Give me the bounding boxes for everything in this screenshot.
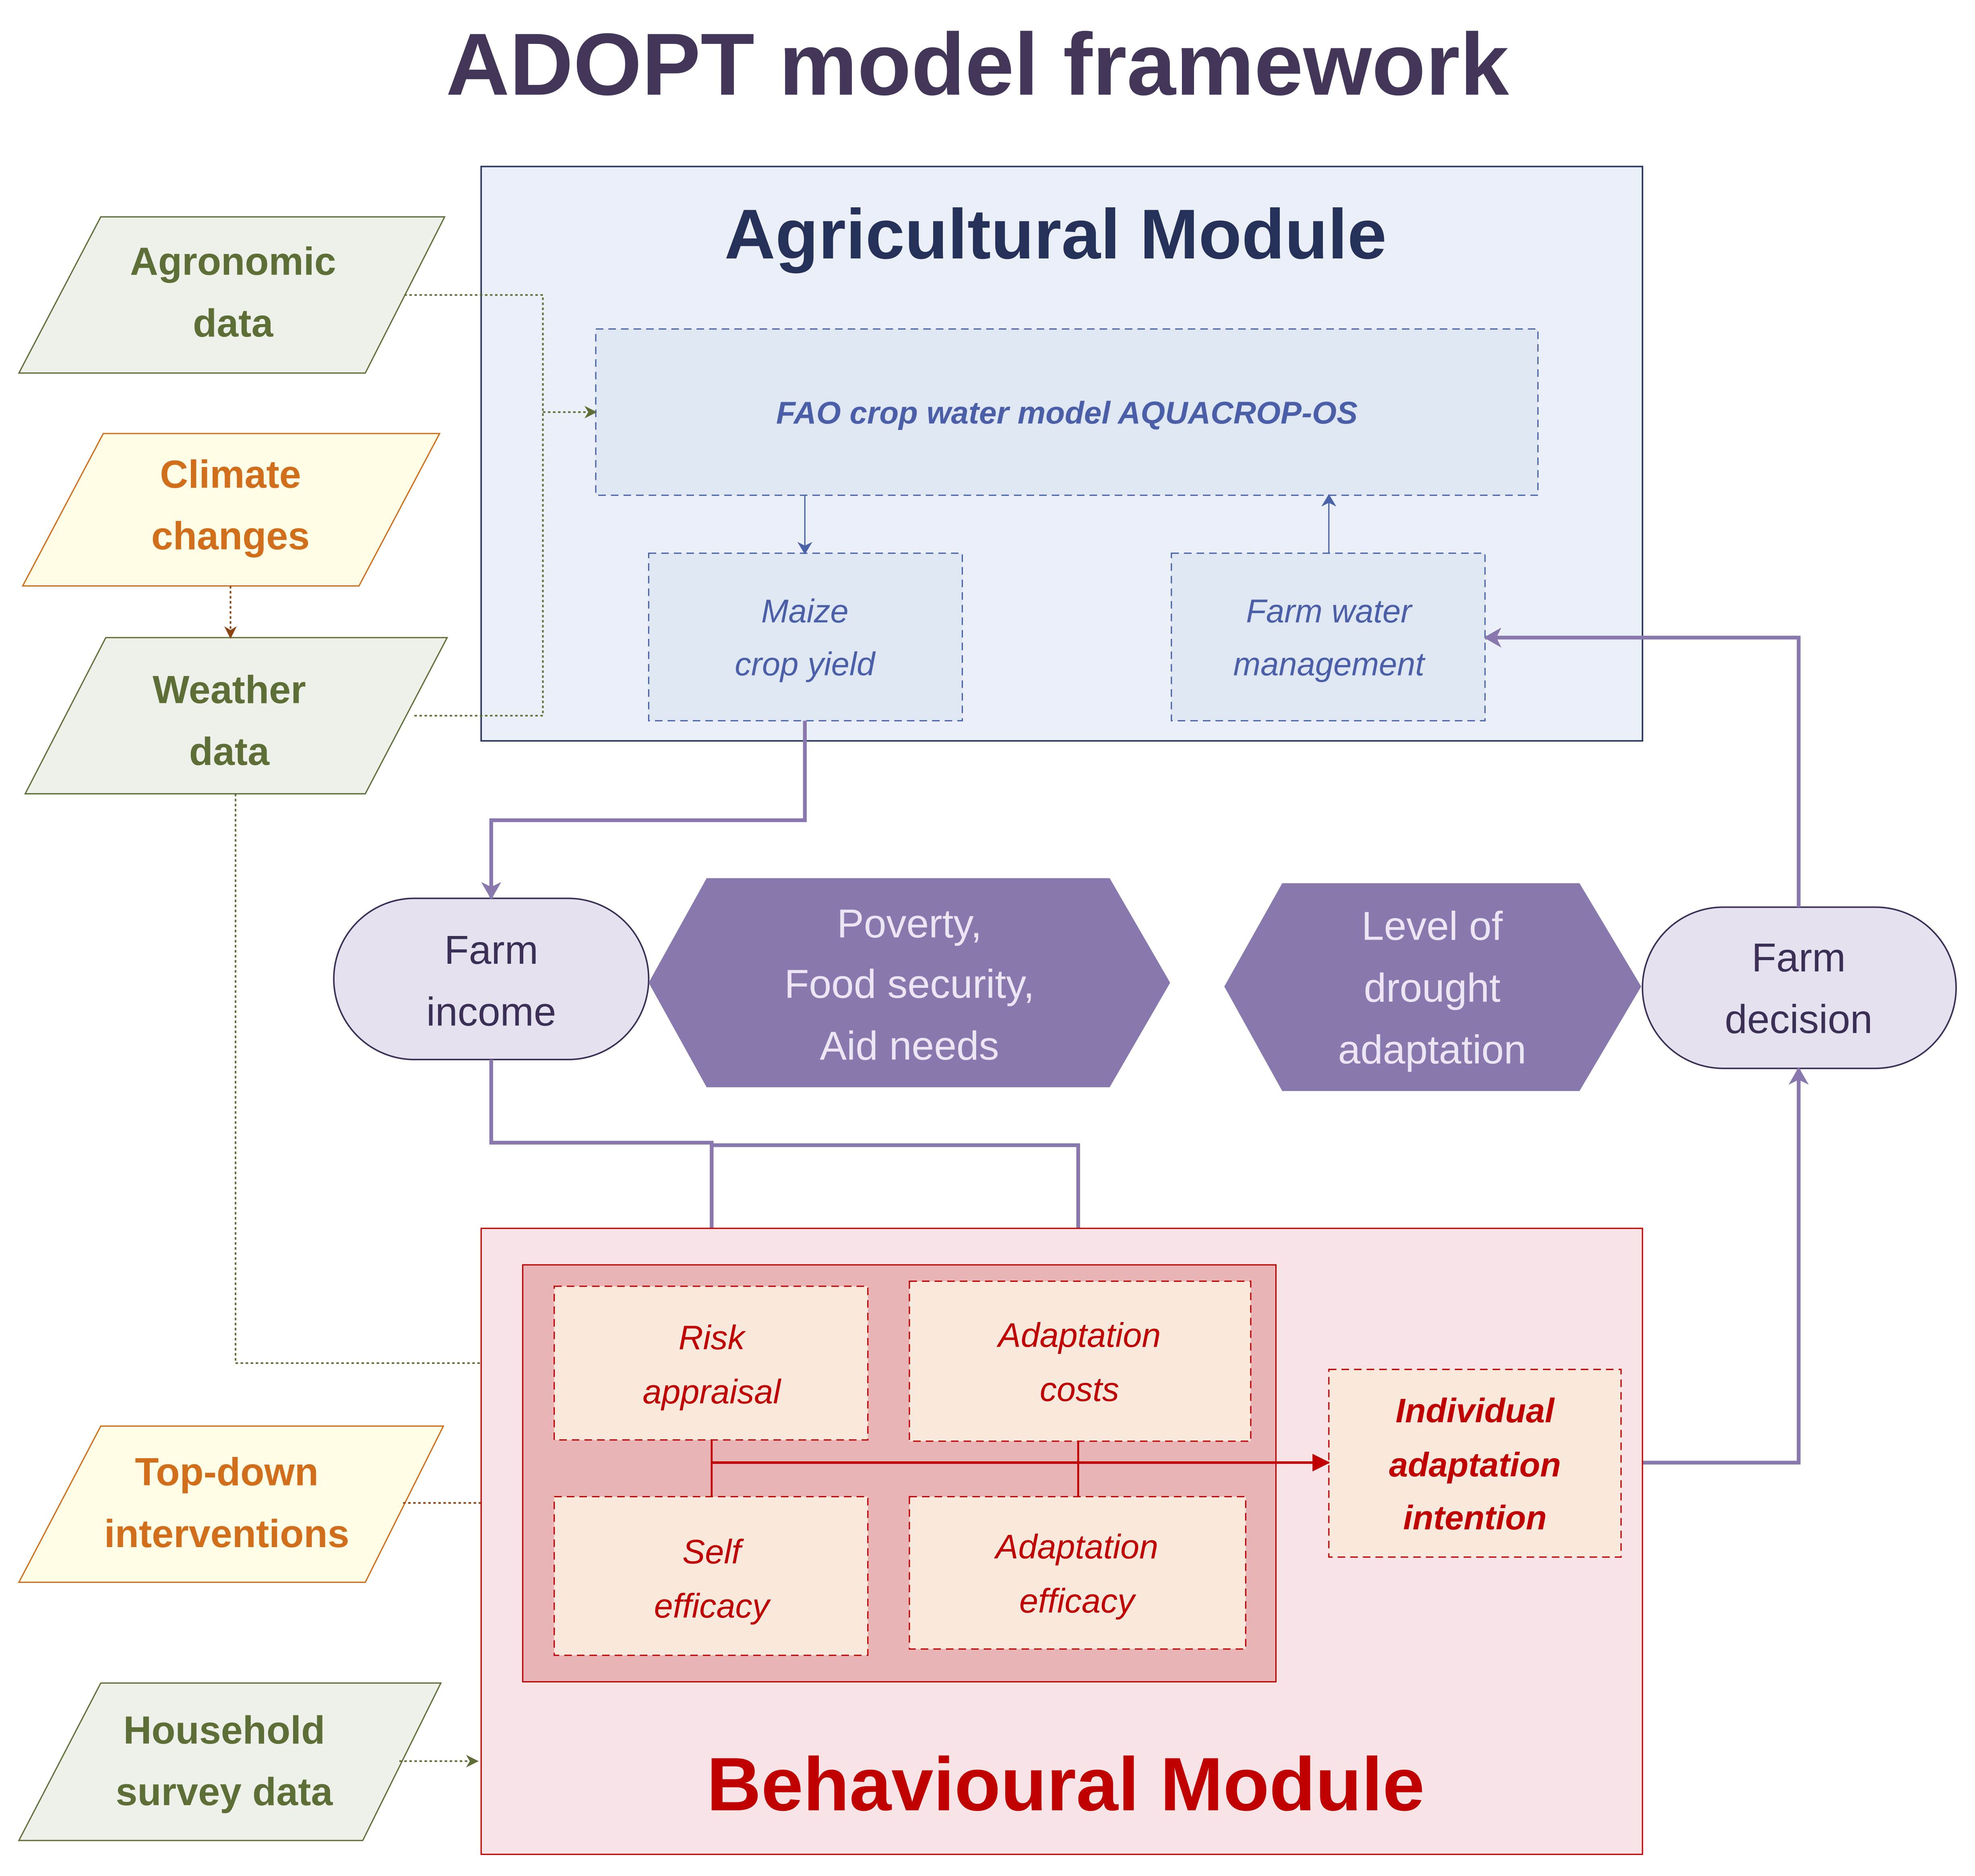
household-survey-label-line1: Household: [123, 1708, 325, 1752]
adaptation-intention-label-line3: intention: [1403, 1499, 1547, 1537]
risk-appraisal-box[interactable]: [554, 1285, 869, 1441]
maize-yield-node[interactable]: Maize crop yield: [648, 552, 963, 721]
maize-yield-box[interactable]: [648, 552, 963, 721]
farm-income-label-line2: income: [426, 989, 556, 1034]
farm-decision-label-line2: decision: [1725, 997, 1872, 1042]
input-climate-changes[interactable]: Climate changes: [21, 433, 441, 587]
adaptation-costs-label-line2: costs: [1040, 1370, 1119, 1408]
risk-appraisal-label-line1: Risk: [679, 1319, 746, 1357]
page-title: ADOPT model framework: [446, 15, 1510, 114]
fao-model-box[interactable]: [595, 328, 1539, 496]
agronomic-data-label-line1: Agronomic: [130, 240, 336, 283]
risk-appraisal-node[interactable]: Risk appraisal: [554, 1285, 869, 1441]
self-efficacy-node[interactable]: Self efficacy: [554, 1496, 869, 1656]
weather-data-label-line2: data: [189, 729, 270, 773]
weather-data-label-line1: Weather: [153, 667, 306, 711]
agronomic-data-shape[interactable]: [18, 216, 446, 374]
adaptation-intention-label-line2: adaptation: [1389, 1446, 1561, 1484]
adaptation-efficacy-box[interactable]: [909, 1496, 1246, 1650]
risk-appraisal-label-line2: appraisal: [642, 1373, 781, 1411]
adaptation-efficacy-label-line2: efficacy: [1019, 1582, 1136, 1620]
topdown-interventions-shape[interactable]: [18, 1425, 444, 1583]
input-weather-data[interactable]: Weather data: [24, 637, 448, 795]
maize-yield-label-line2: crop yield: [735, 646, 876, 683]
adaptation-costs-node[interactable]: Adaptation costs: [909, 1281, 1252, 1442]
outcomes-hexagon: Poverty, Food security, Aid needs: [649, 878, 1170, 1087]
weather-to-risk-appraisal-arrow: [235, 793, 556, 1370]
outcomes-label-line2: Food security,: [784, 962, 1034, 1007]
adaptation-level-hexagon-shape: [1224, 883, 1641, 1091]
adaptation-level-label-line2: drought: [1364, 965, 1501, 1010]
farm-decision-label-line1: Farm: [1752, 935, 1846, 980]
farm-income-node[interactable]: Farm income: [333, 897, 650, 1060]
behavioural-module-title: Behavioural Module: [707, 1742, 1425, 1826]
topdown-interventions-label-line1: Top-down: [135, 1450, 318, 1494]
input-topdown-interventions[interactable]: Top-down interventions: [18, 1425, 444, 1583]
adaptation-intention-label-line1: Individual: [1396, 1392, 1555, 1430]
farm-water-box[interactable]: [1171, 552, 1486, 721]
adaptation-efficacy-label-line1: Adaptation: [994, 1528, 1158, 1566]
farm-water-label-line2: management: [1233, 646, 1426, 683]
farm-income-to-risk-appraisal-arrow: [489, 1059, 722, 1288]
farm-income-label-line1: Farm: [444, 928, 538, 973]
input-household-survey[interactable]: Household survey data: [18, 1682, 442, 1841]
adaptation-efficacy-node[interactable]: Adaptation efficacy: [909, 1496, 1246, 1650]
climate-changes-label-line2: changes: [151, 514, 310, 558]
agronomic-weather-bracket-connector: [404, 294, 544, 717]
topdown-interventions-label-line2: interventions: [104, 1512, 349, 1556]
self-efficacy-box[interactable]: [554, 1496, 869, 1656]
adaptation-intention-node[interactable]: Individual adaptation intention: [1328, 1369, 1622, 1558]
self-efficacy-label-line1: Self: [682, 1533, 744, 1570]
household-survey-shape[interactable]: [18, 1682, 442, 1841]
outcomes-label-line1: Poverty,: [837, 901, 982, 946]
adaptation-level-label-line3: adaptation: [1338, 1027, 1527, 1072]
agronomic-data-label-line2: data: [193, 301, 273, 345]
behavioural-module: Risk appraisal Adaptation costs Self eff…: [480, 1227, 1643, 1855]
adaptation-level-label-line1: Level of: [1361, 904, 1503, 949]
agricultural-module-title: Agricultural Module: [724, 195, 1386, 274]
intention-to-farm-decision-arrow: [1621, 1067, 1809, 1465]
farm-water-node[interactable]: Farm water management: [1171, 552, 1486, 721]
adaptation-costs-label-line1: Adaptation: [996, 1316, 1161, 1354]
climate-changes-shape[interactable]: [21, 433, 441, 587]
climate-changes-label-line1: Climate: [160, 452, 301, 496]
fao-model-node[interactable]: FAO crop water model AQUACROP-OS: [595, 328, 1539, 496]
outcomes-hexagon-shape: [649, 878, 1170, 1087]
farm-decision-node[interactable]: Farm decision: [1642, 906, 1957, 1069]
farm-income-shape[interactable]: [333, 897, 650, 1060]
self-efficacy-label-line2: efficacy: [654, 1587, 771, 1625]
fao-model-label: FAO crop water model AQUACROP-OS: [776, 395, 1357, 430]
farm-decision-shape[interactable]: [1642, 906, 1957, 1069]
adaptation-intention-box[interactable]: [1328, 1369, 1622, 1558]
outcomes-label-line3: Aid needs: [820, 1023, 999, 1068]
household-survey-label-line2: survey data: [116, 1770, 333, 1814]
input-agronomic-data[interactable]: Agronomic data: [18, 216, 446, 374]
farm-water-label-line1: Farm water: [1246, 593, 1413, 630]
adaptation-level-hexagon: Level of drought adaptation: [1224, 883, 1641, 1091]
maize-yield-label-line1: Maize: [761, 593, 849, 630]
weather-data-shape[interactable]: [24, 637, 448, 795]
maize-to-farm-income-arrow: [481, 721, 807, 900]
adaptation-costs-box[interactable]: [909, 1281, 1252, 1442]
farm-decision-to-water-management-arrow: [1483, 627, 1801, 907]
agricultural-module: Agricultural Module FAO crop water model…: [480, 165, 1643, 742]
